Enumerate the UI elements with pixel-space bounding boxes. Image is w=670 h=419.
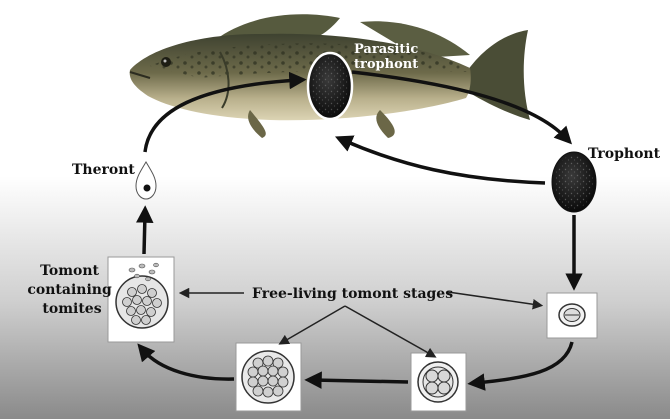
label-tomont-containing-tomites: Tomont containing tomites — [27, 263, 116, 317]
label-theront: Theront — [72, 162, 135, 178]
arrow-stage-3-to-tomont — [137, 343, 235, 381]
arrow-tomont-to-theront — [136, 205, 154, 255]
arrow-stage-2-to-stage-3 — [304, 371, 409, 389]
arrow-fish-to-trophont — [351, 70, 573, 145]
label-free-living-tomont-stages: Free-living tomont stages — [252, 286, 453, 302]
theront-cell — [135, 161, 157, 200]
tomont-stage-box-1 — [546, 292, 598, 339]
tomont-stage-box-3 — [235, 342, 302, 412]
tomont-stage-box-2 — [410, 352, 467, 412]
lifecycle-arrows — [136, 70, 583, 391]
arrow-stage-1-to-stage-2 — [467, 341, 574, 391]
label-trophont: Trophont — [588, 146, 661, 162]
label-pointer-arrows — [178, 287, 544, 358]
label-parasitic-trophont: Parasitic trophont — [354, 42, 423, 72]
fish-illustration — [129, 14, 530, 138]
arrow-trophont-to-fish — [334, 135, 546, 185]
tomont-containing-tomites-box — [107, 256, 175, 343]
arrow-theront-to-fish — [143, 71, 307, 153]
